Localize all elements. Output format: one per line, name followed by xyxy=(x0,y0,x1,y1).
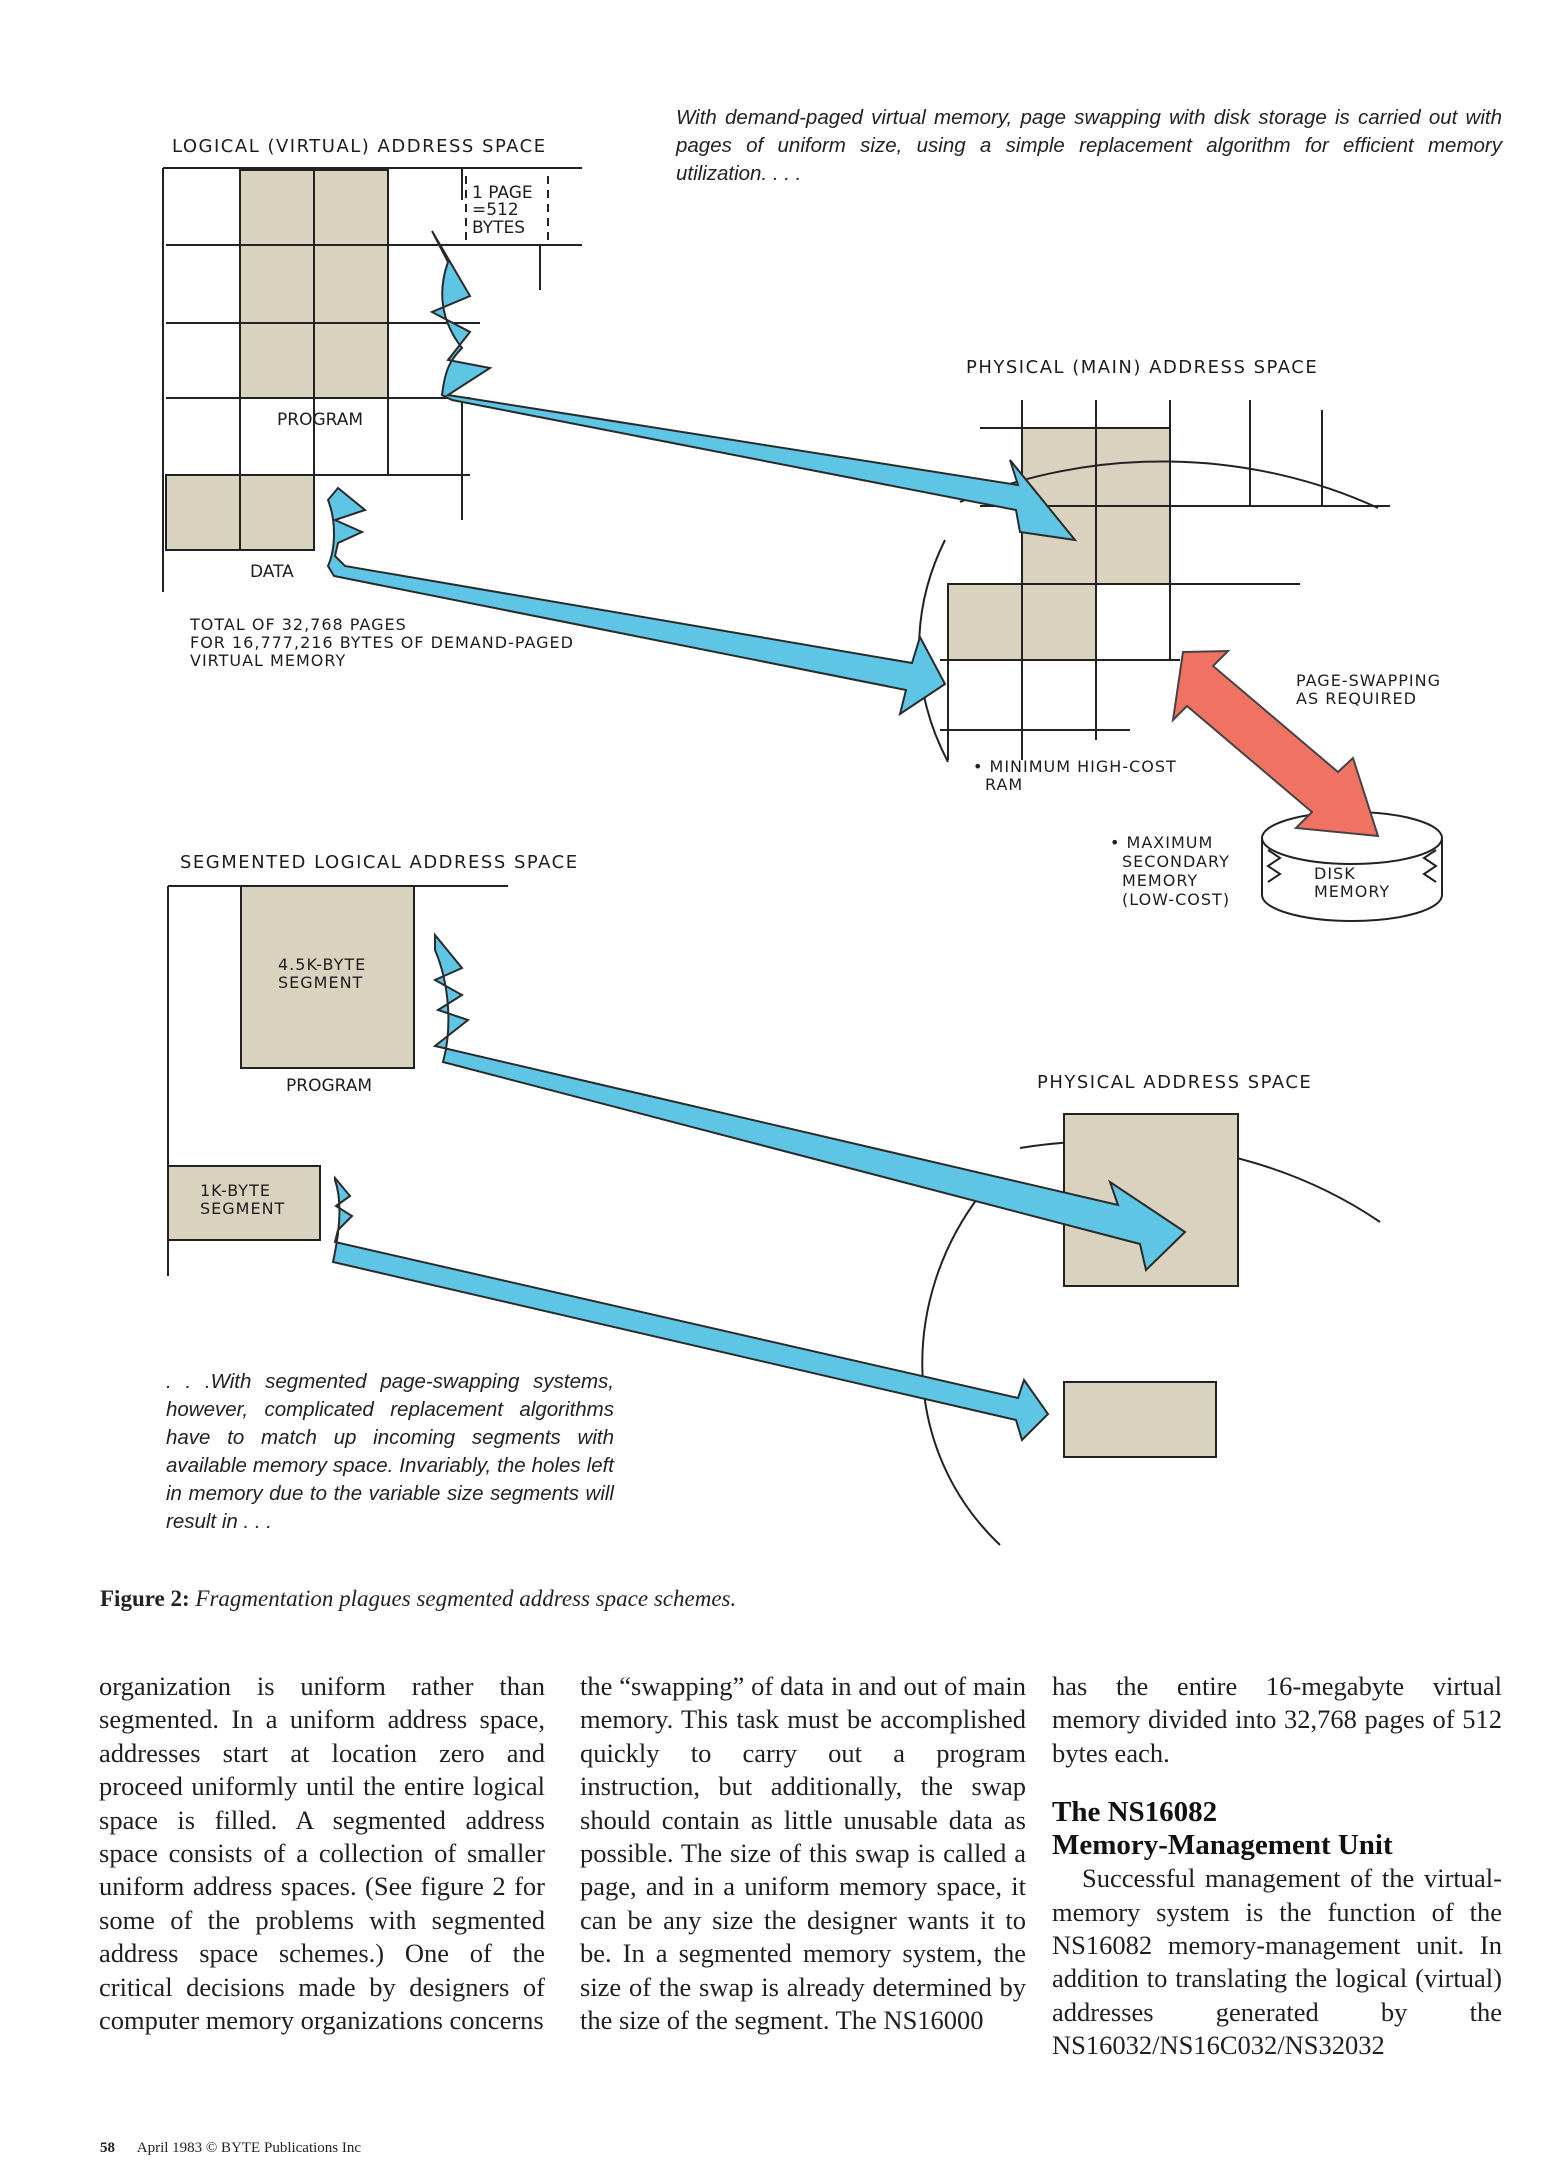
figure-caption-text: Fragmentation plagues segmented address … xyxy=(195,1586,737,1611)
page-size-label-3: BYTES xyxy=(472,218,525,238)
caption-demand-paged: With demand-paged virtual memory, page s… xyxy=(676,106,1502,185)
logical-page-grid xyxy=(162,167,582,592)
max-secondary-label-4: (LOW-COST) xyxy=(1122,890,1230,909)
data-segment-arrow xyxy=(331,1175,1050,1442)
caption-segmented: . . .With segmented page-swapping system… xyxy=(166,1370,614,1533)
column-3-intro: has the entire 16-megabyte virtual memor… xyxy=(1052,1671,1502,1768)
segmented-space-title: SEGMENTED LOGICAL ADDRESS SPACE xyxy=(180,852,579,873)
program-page-arrow xyxy=(429,230,1078,542)
page-number: 58 xyxy=(100,2140,115,2156)
page-footer: 58 April 1983 © BYTE Publications Inc xyxy=(100,2140,361,2157)
publication-line: April 1983 © BYTE Publications Inc xyxy=(136,2140,362,2156)
figure-caption: Figure 2: Fragmentation plagues segmente… xyxy=(100,1586,736,1612)
body-column-3: has the entire 16-megabyte virtual memor… xyxy=(1052,1670,1502,2063)
max-secondary-label-2: SECONDARY xyxy=(1122,852,1230,871)
column-1-text: organization is uniform rather than segm… xyxy=(99,1671,545,2036)
section-heading-line-1: The NS16082 xyxy=(1052,1796,1218,1829)
swap-label-2: AS REQUIRED xyxy=(1296,689,1417,708)
swap-label-1: PAGE-SWAPPING xyxy=(1296,671,1441,690)
section-heading-line-2: Memory-Management Unit xyxy=(1052,1829,1393,1862)
column-2-text: the “swapping” of data in and out of mai… xyxy=(580,1671,1026,2036)
data-page-arrow xyxy=(326,486,947,717)
segment-1k xyxy=(167,1165,321,1241)
logical-space-title: LOGICAL (VIRTUAL) ADDRESS SPACE xyxy=(172,136,547,157)
page-size-label-2: =512 xyxy=(472,200,519,220)
total-pages-line-2: FOR 16,777,216 BYTES OF DEMAND-PAGED xyxy=(190,633,574,652)
body-column-1: organization is uniform rather than segm… xyxy=(99,1670,545,2037)
physical-space-title: PHYSICAL ADDRESS SPACE xyxy=(1037,1072,1312,1093)
min-ram-label-2: RAM xyxy=(985,775,1023,794)
section-heading: The NS16082 Memory-Management Unit xyxy=(1052,1796,1502,1862)
page-size-label-1: 1 PAGE xyxy=(472,183,533,203)
physical-main-title: PHYSICAL (MAIN) ADDRESS SPACE xyxy=(966,357,1318,378)
data-label: DATA xyxy=(250,562,294,582)
total-pages-line-3: VIRTUAL MEMORY xyxy=(190,651,346,670)
segment-1k-label-2: SEGMENT xyxy=(200,1199,285,1218)
disk-label-1: DISK xyxy=(1314,864,1356,883)
body-column-2: the “swapping” of data in and out of mai… xyxy=(580,1670,1026,2037)
segment-4-5k xyxy=(240,885,415,1069)
max-secondary-label-3: MEMORY xyxy=(1122,871,1198,890)
max-secondary-label-1: • MAXIMUM xyxy=(1110,833,1213,852)
segment-program-label: PROGRAM xyxy=(286,1076,372,1096)
page-swap-arrow xyxy=(1171,649,1380,838)
segment-4-5k-label-2: SEGMENT xyxy=(278,973,363,992)
physical-segment-small xyxy=(1063,1381,1217,1458)
total-pages-line-1: TOTAL OF 32,768 PAGES xyxy=(189,615,407,634)
program-label: PROGRAM xyxy=(277,410,363,430)
figure-caption-label: Figure 2: xyxy=(100,1586,190,1611)
segment-4-5k-label-1: 4.5K-BYTE xyxy=(278,955,366,974)
segment-1k-label-1: 1K-BYTE xyxy=(200,1181,271,1200)
program-segment-arrow xyxy=(432,932,1187,1272)
min-ram-label-1: • MINIMUM HIGH-COST xyxy=(973,757,1177,776)
column-3-paragraph: Successful management of the virtual-mem… xyxy=(1052,1863,1502,2061)
figure-2-diagram: LOGICAL (VIRTUAL) ADDRESS SPACE 1 PAGE =… xyxy=(162,136,1443,1546)
disk-label-2: MEMORY xyxy=(1314,882,1390,901)
